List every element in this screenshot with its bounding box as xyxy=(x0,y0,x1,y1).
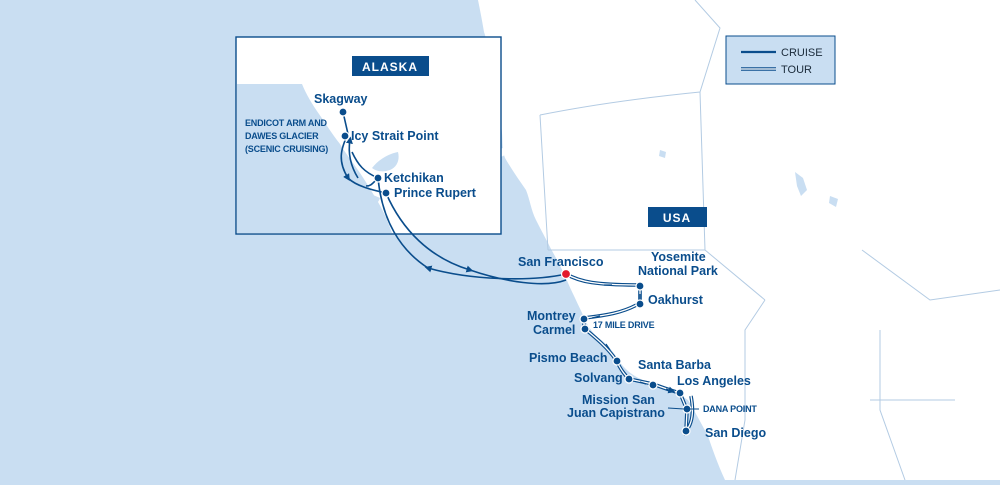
borders xyxy=(539,0,1000,481)
label-endicott-2: DAWES GLACIER xyxy=(245,131,319,141)
label-yosemite-1: Yosemite xyxy=(651,250,706,264)
landmass-north-america xyxy=(478,0,1000,480)
region-label-usa: USA xyxy=(663,211,691,225)
stop-yosemite[interactable] xyxy=(635,281,645,291)
stop-skagway[interactable] xyxy=(338,107,348,117)
lake xyxy=(829,196,838,207)
stop-prince-rupert[interactable] xyxy=(381,188,391,198)
legend: CRUISE TOUR xyxy=(725,35,836,85)
legend-cruise-label: CRUISE xyxy=(781,47,823,59)
legend-tour-label: TOUR xyxy=(781,64,812,76)
region-tag-usa xyxy=(648,207,707,227)
label-san-francisco: San Francisco xyxy=(518,255,604,269)
leader-lines xyxy=(667,407,699,410)
stop-san-diego[interactable] xyxy=(681,426,691,436)
lake xyxy=(659,150,666,158)
label-carmel: Carmel xyxy=(533,323,575,337)
region-label-alaska: ALASKA xyxy=(362,60,418,74)
label-pismo-beach: Pismo Beach xyxy=(529,351,608,365)
stop-monterey[interactable] xyxy=(579,314,589,324)
stop-san-francisco[interactable] xyxy=(560,268,572,280)
label-san-diego: San Diego xyxy=(705,426,766,440)
label-monterey: Montrey xyxy=(527,309,576,323)
stop-santa-barbara[interactable] xyxy=(648,380,658,390)
stop-carmel[interactable] xyxy=(580,324,590,334)
label-skagway: Skagway xyxy=(314,92,368,106)
cruise-routes xyxy=(340,111,567,285)
alaska-inset: ALASKA xyxy=(235,36,502,235)
label-icy-strait-point: Icy Strait Point xyxy=(351,129,439,143)
label-mission-san-1: Mission San xyxy=(582,393,655,407)
alaska-water xyxy=(237,84,399,233)
label-solvang: Solvang xyxy=(574,371,623,385)
label-dana-point: DANA POINT xyxy=(703,404,757,414)
label-yosemite-2: National Park xyxy=(638,264,718,278)
label-endicott-1: ENDICOT ARM AND xyxy=(245,118,328,128)
label-ketchikan: Ketchikan xyxy=(384,171,444,185)
label-prince-rupert: Prince Rupert xyxy=(394,186,477,200)
label-17-mile-drive: 17 MILE DRIVE xyxy=(593,320,655,330)
place-labels: Skagway ENDICOT ARM AND DAWES GLACIER (S… xyxy=(245,92,766,440)
stop-pismo-beach[interactable] xyxy=(612,356,622,366)
label-santa-barbara: Santa Barba xyxy=(638,358,712,372)
region-tag-alaska xyxy=(352,56,429,76)
lake xyxy=(795,172,807,196)
stop-oakhurst[interactable] xyxy=(635,299,645,309)
stop-mission-san-juan-capistrano[interactable] xyxy=(682,404,692,414)
label-oakhurst: Oakhurst xyxy=(648,293,704,307)
label-los-angeles: Los Angeles xyxy=(677,374,751,388)
stop-icy-strait-point[interactable] xyxy=(340,131,350,141)
label-mission-san-2: Juan Capistrano xyxy=(567,406,665,420)
label-endicott-3: (SCENIC CRUISING) xyxy=(245,144,328,154)
stop-ketchikan[interactable] xyxy=(373,173,383,183)
stop-solvang[interactable] xyxy=(624,374,634,384)
stop-los-angeles[interactable] xyxy=(675,388,685,398)
stops xyxy=(338,107,692,436)
